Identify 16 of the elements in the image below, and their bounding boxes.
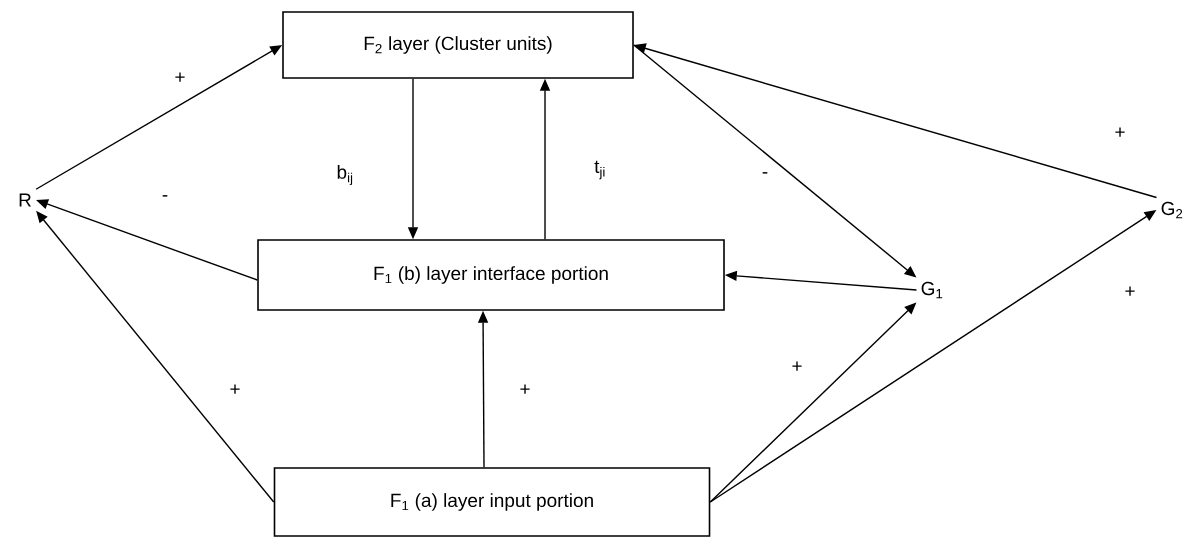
- node-label: G$_{2}$: [1161, 201, 1183, 219]
- edge-label: +: [1123, 285, 1137, 299]
- layer-box: F$_{2}$ layer (Cluster units): [282, 11, 634, 79]
- node-label: G$_{1}$: [921, 281, 943, 299]
- edge-label: +: [1113, 126, 1127, 140]
- edge-label: +: [518, 383, 532, 397]
- edge-label: t$_{ji}$: [593, 159, 607, 181]
- layer-box: F$_{1}$ (b) layer interface portion: [257, 239, 725, 311]
- edge-label: -: [160, 194, 170, 202]
- edge-label: +: [790, 360, 804, 374]
- layer-box: F$_{1}$ (a) layer input portion: [273, 467, 711, 537]
- edge-label: -: [760, 171, 770, 179]
- edge-label: +: [173, 71, 187, 85]
- node-label: R: [19, 193, 31, 207]
- edge-label: b$_{ij}$: [335, 163, 355, 187]
- edge-label: +: [228, 383, 242, 397]
